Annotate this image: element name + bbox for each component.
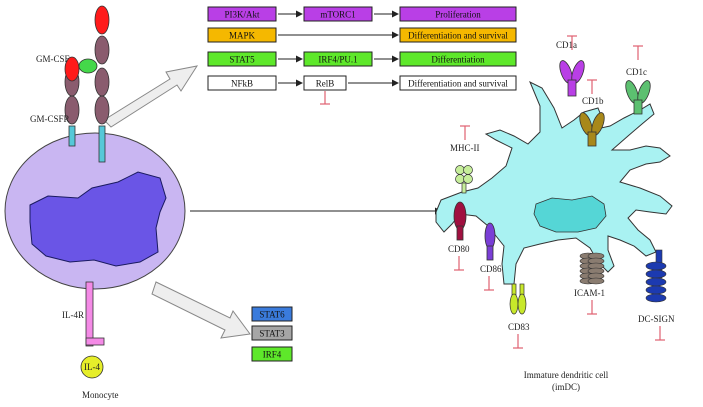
il4-target-boxes: STAT6 STAT3 IRF4 — [251, 306, 293, 362]
cd1c-marker — [625, 80, 651, 115]
cd80-marker — [453, 201, 467, 241]
icam1-label: ICAM-1 — [574, 288, 605, 298]
mtorc1-box — [303, 6, 373, 22]
pathway-arrows — [278, 10, 399, 105]
dcsign-marker — [645, 249, 667, 303]
stat6-box — [251, 306, 293, 322]
cd83-label: CD83 — [508, 322, 530, 332]
monocyte-nucleus — [29, 171, 167, 267]
pi3k-label: PI3K/Akt — [224, 10, 260, 20]
il4-receptor — [85, 281, 105, 347]
irf4pu1-label: IRF4/PU.1 — [318, 55, 357, 65]
imdc-label-line1: Immature dendritic cell — [524, 370, 609, 380]
stat3-label: STAT3 — [259, 329, 285, 339]
imdc-label-line2: (imDC) — [552, 382, 580, 392]
block-arrow-down — [151, 281, 251, 339]
nfkb-box — [207, 75, 277, 91]
icam1-marker — [579, 252, 605, 285]
cd1a-marker — [559, 60, 585, 97]
cd83-marker — [509, 283, 527, 315]
differentiation-box — [399, 51, 517, 67]
monocyte-label: Monocyte — [82, 390, 119, 400]
pathway-boxes: PI3K/Akt mTORC1 Proliferation MAPK Diffe… — [207, 6, 517, 91]
mhc2-marker — [455, 165, 473, 194]
il4-ligand — [80, 355, 104, 379]
monocyte-cell — [4, 132, 186, 290]
proliferation-box — [399, 6, 517, 22]
cd1c-label: CD1c — [626, 67, 647, 77]
nfkb-label: NFkB — [231, 79, 253, 89]
stat3-box — [251, 325, 293, 341]
il4-label: IL-4 — [84, 362, 100, 372]
cd1b-marker — [579, 112, 605, 147]
irf4-label: IRF4 — [263, 350, 282, 360]
relb-label: RelB — [316, 79, 335, 89]
il4r-label: IL-4R — [62, 310, 84, 320]
pi3k-box — [207, 6, 277, 22]
mapk-box — [207, 27, 277, 43]
cd1a-label: CD1a — [556, 40, 577, 50]
block-arrow-up — [103, 65, 199, 128]
stat5-box — [207, 51, 277, 67]
diff-survival2-label: Differentiation and survival — [408, 79, 508, 89]
proliferation-label: Proliferation — [435, 10, 481, 20]
relb-box — [303, 75, 347, 91]
stat6-label: STAT6 — [259, 310, 285, 320]
mapk-label: MAPK — [229, 31, 256, 41]
gmcsf-label: GM-CSF — [36, 54, 70, 64]
gmcsf-ligand — [64, 5, 110, 82]
diff-survival-box — [399, 27, 517, 43]
dcsign-label: DC-SIGN — [638, 314, 675, 324]
diff-survival-label: Differentiation and survival — [408, 31, 508, 41]
differentiation-label: Differentiation — [431, 55, 485, 65]
mtorc1-label: mTORC1 — [320, 10, 355, 20]
stat5-label: STAT5 — [229, 55, 255, 65]
cd86-label: CD86 — [480, 264, 502, 274]
mhc2-label: MHC-II — [450, 143, 480, 153]
irf4pu1-box — [303, 51, 373, 67]
gmcsfr-label: GM-CSFR — [30, 114, 70, 124]
cd1b-label: CD1b — [582, 96, 604, 106]
irf4-box — [251, 346, 293, 362]
cd80-label: CD80 — [448, 244, 470, 254]
cd86-marker — [484, 222, 496, 261]
diff-survival2-box — [399, 75, 517, 91]
dendritic-cell-nucleus — [533, 195, 607, 233]
